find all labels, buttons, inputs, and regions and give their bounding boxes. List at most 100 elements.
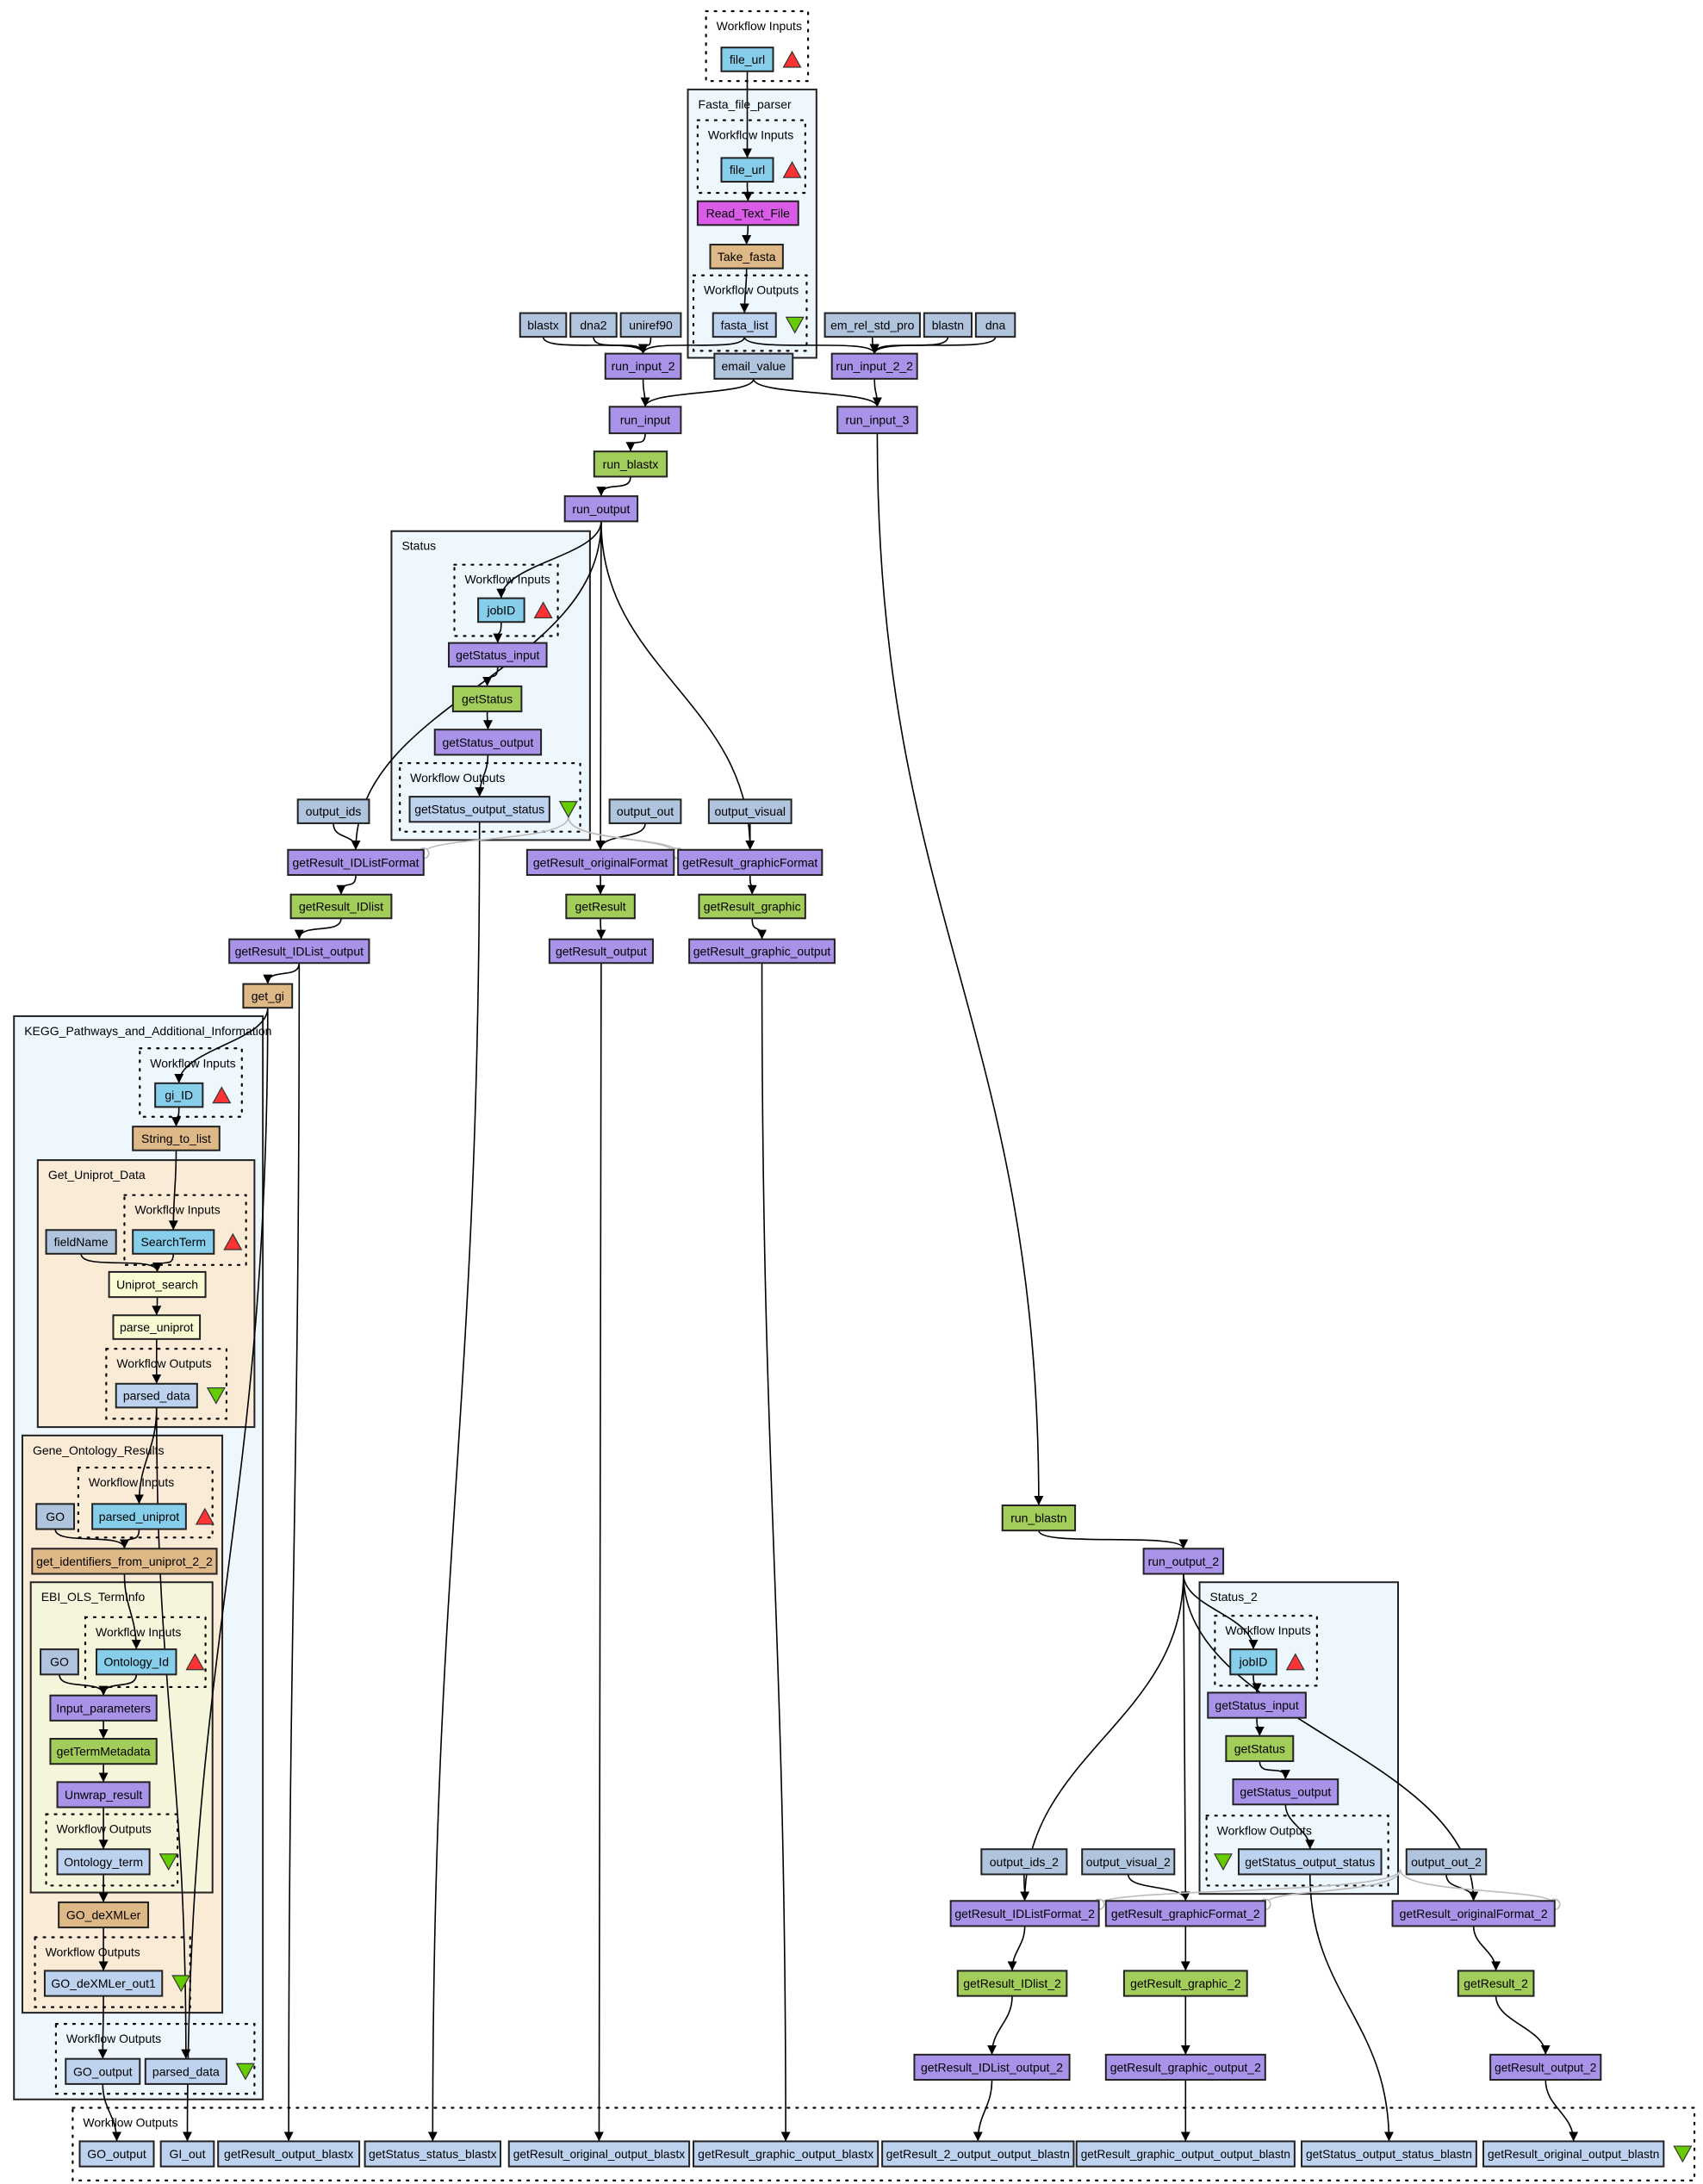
node-run-input[interactable]: run_input [608,406,682,435]
node-go-output-inner[interactable]: GO_output [65,2057,141,2085]
node-getresult-idlist[interactable]: getResult_IDlist [289,893,393,920]
node-getstatus-output-status[interactable]: getStatus_output_status [408,796,578,823]
node-get-identifiers[interactable]: get_identifiers_from_uniprot_2_2 [31,1548,218,1575]
cluster-label: Workflow Inputs [1225,1623,1310,1637]
node-getresult-graphic[interactable]: getResult_graphic [698,893,806,920]
node-getstatus-input-2[interactable]: getStatus_input [1207,1691,1307,1719]
node-output-out[interactable]: output_out [608,798,682,824]
node-dna2[interactable]: dna2 [569,312,618,338]
node-getstatus-2[interactable]: getStatus [1225,1734,1295,1762]
node-go-const-1[interactable]: GO [35,1503,76,1530]
node-run-input-2[interactable]: run_input_2 [604,352,682,380]
node-label: getResult_IDListFormat_2 [954,1907,1095,1920]
cluster-status2-outputs: Workflow Outputs [1205,1815,1389,1887]
node-unwrap-result[interactable]: Unwrap_result [56,1781,151,1809]
node-getresult-idlistformat[interactable]: getResult_IDListFormat [287,848,425,876]
node-parsed-data-outer[interactable]: parsed_data [144,2057,255,2085]
node-go-dexmler-out1[interactable]: GO_deXMLer_out1 [43,1970,191,1997]
node-parsed-uniprot[interactable]: parsed_uniprot [91,1503,214,1530]
node-output-ids[interactable]: output_ids [296,798,370,824]
node-blastn[interactable]: blastn [923,312,973,338]
node-getresult-output-2[interactable]: getResult_output_2 [1489,2053,1602,2082]
node-run-blastn[interactable]: run_blastn [1001,1504,1077,1532]
node-jobid[interactable]: jobID [477,597,553,624]
node-getresult-originalformat[interactable]: getResult_originalFormat [525,848,675,876]
node-out-getresult-2-output-output-blastn[interactable]: getResult_2_output_output_blastn [881,2140,1075,2168]
node-run-input-3[interactable]: run_input_3 [836,406,918,435]
node-getresult-originalformat-2[interactable]: getResult_originalFormat_2 [1391,1900,1556,1927]
node-dna[interactable]: dna [974,312,1016,338]
node-run-input-2-2[interactable]: run_input_2_2 [830,352,918,380]
node-uniref90[interactable]: uniref90 [619,312,682,338]
node-label: getResult_2_output_output_blastn [886,2147,1070,2161]
node-go-const-2[interactable]: GO [40,1648,79,1676]
node-getresult-graphic-output-2[interactable]: getResult_graphic_output_2 [1104,2053,1266,2082]
node-output-visual[interactable]: output_visual [707,798,792,824]
node-getstatus-output-2[interactable]: getStatus_output [1232,1778,1339,1806]
node-getresult[interactable]: getResult [565,893,636,920]
node-getstatus-output-status-2[interactable]: getStatus_output_status [1213,1848,1383,1876]
edge-output-out-to-getresult-originalformat [595,822,646,850]
node-getresult-output[interactable]: getResult_output [548,938,654,965]
node-getstatus[interactable]: getStatus [451,685,523,713]
node-email-value[interactable]: email_value [713,352,794,380]
node-ontology-id[interactable]: Ontology_Id [95,1648,205,1676]
node-output-out-2[interactable]: output_out_2 [1405,1848,1488,1876]
node-output-ids-2[interactable]: output_ids_2 [980,1848,1068,1876]
node-parse-uniprot[interactable]: parse_uniprot [112,1314,202,1340]
node-out-getresult-output-blastx[interactable]: getResult_output_blastx [217,2140,361,2168]
node-getresult-graphic-2[interactable]: getResult_graphic_2 [1122,1970,1248,1997]
node-fieldname[interactable]: fieldName [45,1229,117,1255]
node-ontology-term[interactable]: Ontology_term [56,1848,178,1876]
node-getresult-idlistformat-2[interactable]: getResult_IDListFormat_2 [949,1900,1100,1927]
node-getstatus-output[interactable]: getStatus_output [433,729,543,756]
edge-getresult-idlist-output-to-out-getresult-output-blastx [283,963,301,2142]
node-out-getresult-original-output-blastn[interactable]: getResult_original_output_blastn [1482,2140,1693,2168]
node-input-parameters[interactable]: Input_parameters [49,1694,158,1722]
node-getresult-graphic-output[interactable]: getResult_graphic_output [688,938,836,965]
node-out-getresult-graphic-output-output-blastn[interactable]: getResult_graphic_output_output_blastn [1075,2140,1296,2168]
node-gettermmetadata[interactable]: getTermMetadata [49,1738,158,1765]
node-file-url-inner[interactable]: file_url [720,157,802,183]
node-out-gi-out[interactable]: GI_out [159,2140,215,2168]
node-searchterm[interactable]: SearchTerm [132,1229,243,1255]
node-out-getstatus-status-blastx[interactable]: getStatus_status_blastx [364,2140,502,2168]
edge-getresult-idlist-output-2-to-out-getresult-2-output-output-blastn [973,2080,993,2142]
node-out-getresult-original-output-blastx[interactable]: getResult_original_output_blastx [507,2140,691,2168]
node-jobid-2[interactable]: jobID [1229,1648,1305,1676]
node-parsed-data-inner[interactable]: parsed_data [115,1382,226,1409]
node-label: getStatus_output_status [1245,1855,1375,1869]
node-getresult-graphicformat-2[interactable]: getResult_graphicFormat_2 [1104,1900,1266,1927]
node-getresult-2[interactable]: getResult_2 [1457,1970,1535,1997]
node-label: jobID [487,603,516,617]
node-file-url-top[interactable]: file_url [720,47,802,72]
node-getresult-idlist-2[interactable]: getResult_IDlist_2 [956,1970,1068,1997]
cluster-label: Workflow Outputs [410,771,505,785]
node-get-gi[interactable]: get_gi [242,983,294,1009]
node-out-go-output[interactable]: GO_output [78,2140,155,2168]
node-uniprot-search[interactable]: Uniprot_search [108,1270,207,1299]
edge-getresult-idlist-2-to-getresult-idlist-output-2 [987,1995,1013,2055]
node-getresult-idlist-output[interactable]: getResult_IDList_output [228,938,370,965]
node-go-dexmler[interactable]: GO_deXMLer [58,1901,150,1929]
node-run-output-2[interactable]: run_output_2 [1142,1548,1225,1575]
node-out-getstatus-output-status-blastn[interactable]: getStatus_output_status_blastn [1301,2140,1477,2168]
node-getstatus-input[interactable]: getStatus_input [447,642,548,668]
node-read-text-file[interactable]: Read_Text_File [696,200,799,226]
node-out-getresult-graphic-output-blastx[interactable]: getResult_graphic_output_blastx [693,2140,879,2168]
node-getresult-idlist-output-2[interactable]: getResult_IDList_output_2 [913,2053,1071,2082]
node-take-fasta[interactable]: Take_fasta [709,244,784,270]
node-em-rel-std-pro[interactable]: em_rel_std_pro [824,312,921,338]
node-fasta-list[interactable]: fasta_list [712,312,805,338]
node-label: getResult [575,900,626,914]
node-blastx[interactable]: blastx [519,312,568,338]
node-string-to-list[interactable]: String_to_list [132,1126,221,1151]
node-label: output_out [617,804,674,818]
node-label: GO [46,1510,65,1523]
node-getresult-graphicformat[interactable]: getResult_graphicFormat [677,848,824,876]
node-run-output[interactable]: run_output [563,495,639,523]
node-label: run_blastx [603,457,659,471]
node-output-visual-2[interactable]: output_visual_2 [1081,1848,1176,1876]
node-run-blastx[interactable]: run_blastx [593,450,668,478]
node-gi-id[interactable]: gi_ID [154,1082,232,1108]
